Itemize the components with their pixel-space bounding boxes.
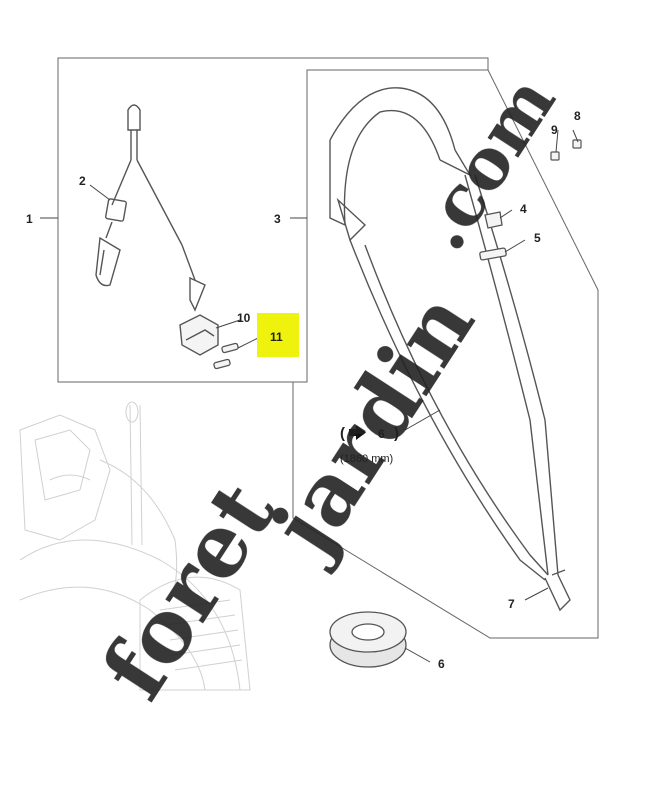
callout-7: 7 — [508, 597, 515, 611]
clamp-block — [179, 314, 219, 356]
callout-1: 1 — [26, 212, 33, 226]
paren-open: ( — [340, 425, 345, 442]
arrow-right-icon — [349, 425, 366, 440]
watermark: foret jardin .com — [83, 62, 572, 717]
kit-frame-right — [292, 69, 599, 639]
watermark-com: .com — [400, 62, 572, 265]
carabiner-hook-assembly — [95, 104, 206, 312]
length-text: (1860 mm) — [340, 453, 393, 465]
callout-2: 2 — [79, 174, 86, 188]
strap-roll — [329, 611, 407, 668]
callout-6-roll: 6 — [438, 657, 445, 671]
leader-lines — [40, 129, 579, 663]
callout-8: 8 — [574, 109, 581, 123]
device-sketch — [19, 401, 251, 691]
callout-6-strap: 6 — [378, 427, 385, 441]
callout-9: 9 — [551, 123, 558, 137]
callout-11: 11 — [270, 330, 283, 344]
small-parts — [550, 139, 582, 161]
highlight-box — [257, 313, 299, 357]
strap-buckles — [479, 211, 507, 261]
callout-5: 5 — [534, 231, 541, 245]
callout-3: 3 — [274, 212, 281, 226]
screws — [213, 342, 239, 370]
paren-close: ) — [394, 425, 399, 442]
harness-strap — [329, 87, 571, 612]
length-note: ( 6 ) (1860 mm) — [340, 425, 399, 465]
callout-4: 4 — [520, 202, 527, 216]
callout-10: 10 — [237, 311, 251, 325]
